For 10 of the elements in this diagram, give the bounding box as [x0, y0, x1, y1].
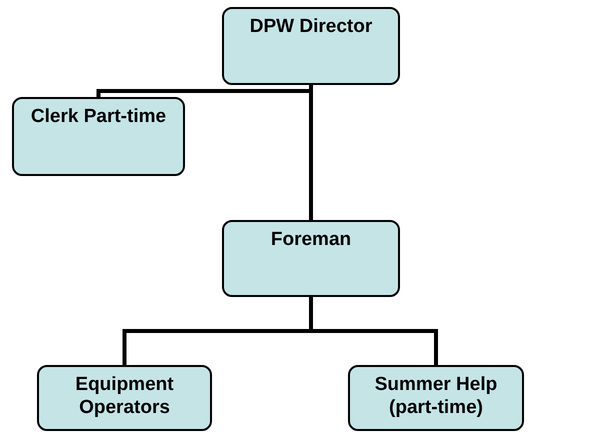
org-box — [37, 365, 212, 431]
role-title: Clerk Part-time — [30, 105, 166, 128]
role-title: Equipment Operators — [74, 373, 175, 419]
org-box — [222, 220, 400, 297]
org-box — [12, 97, 185, 176]
role-title: Summer Help (part-time) — [374, 373, 498, 419]
org-box — [222, 7, 400, 85]
role-title: Foreman — [270, 228, 352, 251]
role-title: DPW Director — [250, 15, 372, 38]
org-box — [348, 365, 524, 431]
